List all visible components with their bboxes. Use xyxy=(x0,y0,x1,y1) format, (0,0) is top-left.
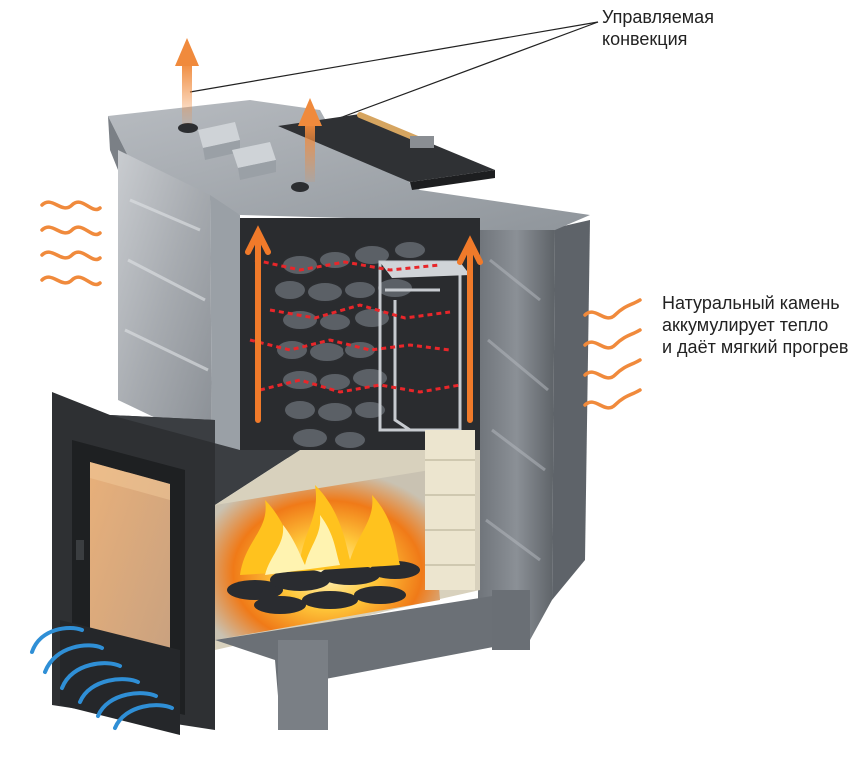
natural-stone-label-line2: аккумулирует тепло xyxy=(662,315,829,335)
convection-vent-right xyxy=(291,182,309,192)
heat-wave-left-icon xyxy=(40,200,102,287)
natural-stone-label: Натуральный камень аккумулирует тепло и … xyxy=(662,292,848,358)
convection-callout-lines xyxy=(189,21,599,127)
convection-label: Управляемая конвекция xyxy=(602,6,714,50)
inner-warm-air-arrows xyxy=(245,225,483,423)
right-stone-wall xyxy=(478,228,555,640)
convection-arrow-right-icon xyxy=(298,98,322,182)
convection-label-line2: конвекция xyxy=(602,29,688,49)
natural-stone-label-line3: и даёт мягкий прогрев xyxy=(662,337,849,357)
flame-icon xyxy=(240,485,400,575)
natural-stone-label-line1: Натуральный камень xyxy=(662,293,840,313)
heat-wave-right-icon xyxy=(583,298,642,410)
right-wall-side xyxy=(552,220,590,600)
convection-label-line1: Управляемая xyxy=(602,7,714,27)
coals xyxy=(227,561,420,614)
stone-base xyxy=(215,590,530,730)
convection-arrow-left-icon xyxy=(175,38,199,124)
heater-stones xyxy=(273,240,427,450)
heater-lid xyxy=(278,112,495,190)
cold-air-arrow-icon xyxy=(30,625,174,730)
convection-path-lines xyxy=(249,258,461,394)
convection-vent-left xyxy=(178,123,198,133)
top-decor-blocks xyxy=(198,122,276,180)
